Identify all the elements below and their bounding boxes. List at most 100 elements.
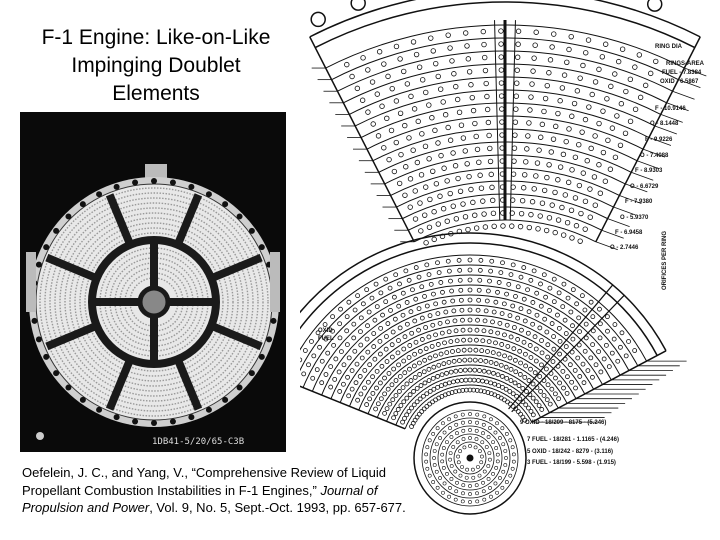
orifice (431, 480, 436, 484)
orifice (522, 374, 528, 380)
orifice (504, 480, 509, 484)
orifice (557, 351, 563, 357)
orifice (470, 107, 477, 114)
orifice (551, 346, 557, 352)
bolt-hole (113, 414, 120, 421)
orifice (458, 287, 464, 293)
ring-arc (330, 304, 603, 399)
orifice (515, 41, 521, 47)
orifice (482, 54, 488, 61)
bolt-hole (151, 420, 157, 426)
orifice (365, 67, 371, 73)
orifice (423, 346, 429, 352)
orifice (412, 374, 418, 380)
orifice (477, 267, 483, 273)
orifice (407, 204, 413, 210)
orifice (552, 229, 558, 236)
orifice (486, 435, 491, 439)
orifice (402, 192, 408, 198)
orifice (626, 339, 631, 344)
orifice (440, 289, 445, 295)
orifice (441, 466, 446, 470)
orifice (382, 391, 388, 397)
bolt-hole (258, 244, 265, 251)
orifice (555, 217, 562, 223)
orifice (422, 143, 429, 150)
orifice (406, 355, 412, 360)
orifice (423, 240, 429, 246)
orifice (569, 379, 575, 385)
orifice (358, 391, 364, 397)
orifice (358, 329, 363, 335)
orifice (365, 349, 371, 355)
orifice (632, 106, 639, 113)
orifice (367, 362, 373, 368)
orifice (411, 106, 418, 112)
orifice (636, 52, 643, 58)
orifice (331, 342, 337, 348)
orifice (360, 55, 366, 61)
orifice (404, 395, 410, 401)
orifice (424, 452, 429, 457)
orifice (498, 476, 502, 480)
orifice (467, 347, 473, 353)
orifice (568, 309, 574, 315)
orifice (489, 417, 493, 422)
orifice (591, 174, 598, 180)
bolt-hole (151, 178, 157, 184)
orifice (503, 386, 509, 392)
orifice (597, 190, 604, 196)
orifice (560, 368, 566, 374)
orifice (349, 386, 355, 392)
orifice (461, 491, 465, 496)
orifice (521, 296, 527, 302)
orifice (359, 355, 365, 361)
orifice (482, 67, 489, 74)
orifice (412, 351, 417, 357)
orifice (455, 480, 459, 485)
orifice (314, 367, 320, 373)
orifice (393, 43, 400, 50)
orifice (615, 358, 621, 364)
orifice (459, 378, 465, 383)
orifice (622, 130, 629, 137)
bolt-hole (35, 336, 42, 343)
orifice (582, 307, 588, 313)
orifice (557, 98, 563, 104)
orifice (581, 380, 587, 386)
orifice (371, 344, 377, 349)
orifice (596, 120, 602, 127)
orifice (430, 322, 436, 328)
orifice (404, 412, 410, 418)
orifice (551, 276, 557, 282)
orifice (447, 417, 451, 422)
orifice (545, 382, 551, 388)
orifice (544, 329, 550, 335)
orifice (393, 378, 399, 383)
citation-details: , Vol. 9, No. 5, Sept.-Oct. 1993, pp. 65… (149, 500, 406, 515)
orifice (362, 368, 368, 373)
orifice (477, 172, 483, 178)
orifice (474, 483, 479, 488)
orifice (534, 290, 540, 296)
orifice (568, 207, 575, 213)
orifice (600, 108, 606, 114)
orifice (596, 349, 601, 355)
orifice (482, 224, 489, 230)
orifice (433, 301, 439, 307)
orifice (526, 309, 532, 315)
orifice (537, 213, 543, 219)
orifice (495, 459, 500, 464)
ring-arc (321, 294, 612, 396)
orifice (614, 113, 620, 119)
orifice (438, 476, 442, 480)
orifice (493, 299, 499, 305)
bolt-hole (236, 213, 243, 220)
orifice (493, 361, 499, 367)
orifice (479, 348, 485, 354)
orifice (416, 411, 422, 417)
orifice (389, 85, 395, 92)
orifice (388, 308, 393, 313)
orifice (515, 337, 521, 342)
label-orifices: ORIFICES PER RING (662, 231, 668, 290)
